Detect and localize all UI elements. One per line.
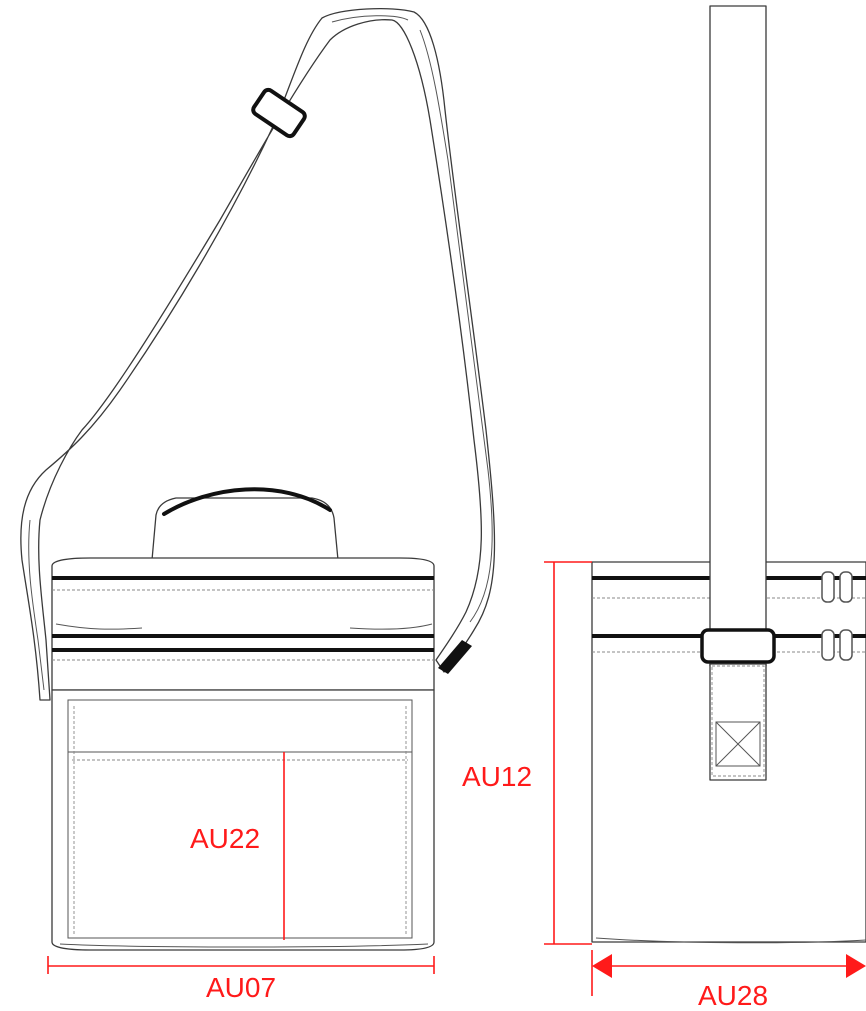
zipper-pulls [821,571,853,661]
label-au12: AU12 [462,761,532,792]
dimension-au22: AU22 [190,752,285,940]
front-view: AU12 AU28 [462,5,866,1011]
front-strap [700,5,776,781]
shoulder-strap [20,7,496,701]
dimension-au28: AU28 [591,950,866,1011]
label-au07: AU07 [206,972,276,1003]
side-view: AU22 AU07 [20,7,496,1003]
dimension-au07: AU07 [47,956,435,1003]
strap-buckle [251,87,307,139]
dimension-au12: AU12 [462,561,592,945]
label-au22: AU22 [190,823,260,854]
carry-handle [151,487,339,561]
bag-lid [51,557,435,691]
strap-clip [438,640,472,674]
label-au28: AU28 [698,980,768,1011]
bag-body [51,689,435,951]
